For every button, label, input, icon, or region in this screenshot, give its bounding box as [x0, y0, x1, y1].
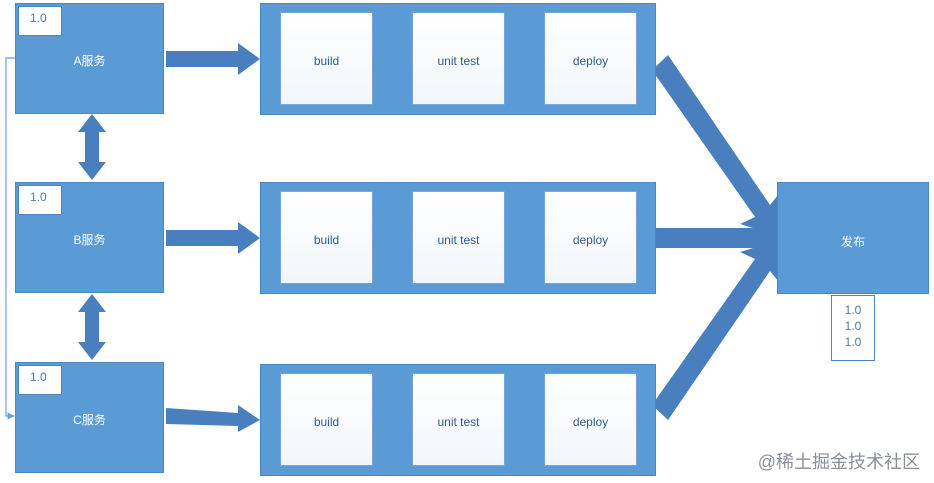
double-arrow-a-b [78, 114, 106, 180]
double-arrow-b-c [78, 294, 106, 360]
release-version-item: 1.0 [844, 303, 862, 317]
pipeline-c: build unit test deploy [260, 364, 656, 476]
service-b-version: 1.0 [18, 185, 62, 215]
service-box-c[interactable]: 1.0 C服务 [15, 362, 164, 473]
arrow-a-to-pipeline [166, 43, 260, 75]
stage-label: unit test [437, 233, 480, 247]
service-box-b[interactable]: 1.0 B服务 [15, 182, 164, 293]
pipeline-c-unit-test-stage[interactable]: unit test [412, 373, 505, 466]
stage-label: deploy [572, 233, 609, 247]
stage-label: build [313, 233, 340, 247]
release-box[interactable]: 发布 [777, 182, 929, 294]
pipeline-c-deploy-stage[interactable]: deploy [544, 373, 637, 466]
service-b-name: B服务 [73, 233, 106, 247]
service-a-name: A服务 [73, 54, 106, 68]
stage-label: deploy [572, 54, 609, 68]
service-box-a[interactable]: 1.0 A服务 [15, 3, 164, 114]
release-name: 发布 [840, 235, 865, 249]
service-c-name: C服务 [73, 413, 106, 427]
stage-label: unit test [437, 415, 480, 429]
left-connector-line [5, 54, 21, 420]
pipeline-a-build-stage[interactable]: build [280, 12, 373, 105]
watermark-text: @稀土掘金技术社区 [757, 452, 920, 472]
stage-label: build [313, 415, 340, 429]
release-version-item: 1.0 [844, 335, 862, 349]
pipeline-b-deploy-stage[interactable]: deploy [544, 191, 637, 284]
release-version-item: 1.0 [844, 319, 862, 333]
arrow-b-to-pipeline [166, 222, 260, 254]
arrow-pipeline-b-to-release [656, 218, 785, 258]
arrow-c-to-pipeline [166, 405, 260, 432]
service-a-version: 1.0 [18, 6, 62, 36]
stage-label: deploy [572, 415, 609, 429]
service-c-version: 1.0 [18, 365, 62, 395]
arrow-pipeline-c-to-release [652, 238, 785, 420]
pipeline-a-unit-test-stage[interactable]: unit test [412, 12, 505, 105]
stage-label: build [313, 54, 340, 68]
pipeline-b: build unit test deploy [260, 182, 656, 294]
pipeline-a: build unit test deploy [260, 3, 656, 115]
arrow-pipeline-a-to-release [652, 55, 785, 238]
pipeline-c-build-stage[interactable]: build [280, 373, 373, 466]
pipeline-b-unit-test-stage[interactable]: unit test [412, 191, 505, 284]
release-version-list: 1.0 1.0 1.0 [831, 295, 875, 361]
pipeline-b-build-stage[interactable]: build [280, 191, 373, 284]
stage-label: unit test [437, 54, 480, 68]
pipeline-a-deploy-stage[interactable]: deploy [544, 12, 637, 105]
